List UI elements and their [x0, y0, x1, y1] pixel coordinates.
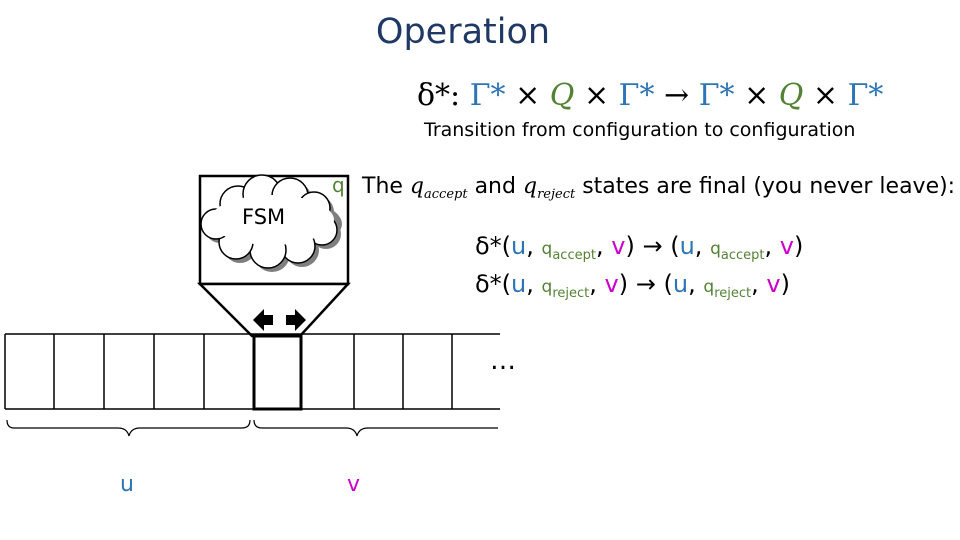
tape-label-v: v — [347, 472, 361, 497]
q-symbol: q — [710, 239, 721, 259]
left-arrow-icon — [253, 309, 273, 331]
arrow-symbol: → — [642, 232, 663, 260]
accept-subscript: accept — [424, 187, 468, 202]
q-symbol: q — [409, 174, 425, 199]
comma: , — [589, 270, 597, 298]
reject-rule: δ*(u, qreject, v) → (u, qreject, v) — [475, 270, 790, 301]
note-tail: states are final (you never leave): — [582, 174, 956, 199]
gamma-star: Γ* — [618, 78, 655, 113]
arrow-symbol: → — [664, 78, 690, 113]
right-arrow-icon — [286, 309, 306, 331]
accept-rule: δ*(u, qaccept, v) → (u, qaccept, v) — [475, 232, 803, 263]
final-states-note: The qaccept and qreject states are final… — [362, 174, 955, 202]
delta-star-open: δ*( — [475, 232, 512, 260]
delta-star-signature: δ*: Γ* × Q × Γ* → Γ* × Q × Γ* — [417, 78, 883, 113]
gamma-star: Γ* — [847, 78, 884, 113]
caption: Transition from configuration to configu… — [424, 119, 856, 141]
comma: , — [688, 270, 696, 298]
q-accept: qaccept — [541, 239, 596, 263]
close-paren: ) — [793, 232, 804, 260]
open-paren: ( — [663, 270, 673, 298]
v-var: v — [766, 270, 781, 298]
fsm-cloud-fill — [210, 195, 334, 245]
reject-subscript: reject — [537, 187, 576, 202]
v-var: v — [611, 232, 626, 260]
times-symbol: × — [583, 78, 610, 113]
q-symbol: q — [541, 239, 553, 259]
q-symbol: q — [541, 277, 553, 297]
arrow-symbol: → — [635, 270, 656, 298]
tape-ellipsis: … — [490, 346, 516, 376]
times-symbol: × — [515, 78, 541, 113]
slide-title: Operation — [375, 12, 551, 52]
accept-subscript: accept — [720, 248, 765, 263]
open-paren: ( — [670, 232, 680, 260]
q-symbol: q — [522, 174, 538, 199]
u-var: u — [679, 232, 695, 260]
reject-subscript: reject — [714, 286, 752, 301]
u-var: u — [511, 270, 527, 298]
delta-star-open: δ*( — [475, 270, 512, 298]
comma: , — [526, 232, 534, 260]
head-funnel — [196, 282, 351, 338]
head-cell — [252, 334, 303, 411]
v-var: v — [779, 232, 794, 260]
comma: , — [751, 270, 759, 298]
fsm-label: FSM — [242, 205, 286, 229]
close-paren: ) — [618, 270, 629, 298]
gamma-star: Γ* — [698, 78, 735, 113]
delta-star-symbol: δ*: — [417, 78, 461, 113]
comma: , — [595, 232, 604, 260]
u-var: u — [672, 270, 689, 298]
q-set: Q — [549, 78, 575, 113]
note-the: The — [362, 174, 403, 199]
reject-subscript: reject — [552, 286, 590, 301]
q-reject: qreject — [541, 277, 590, 301]
tape-label-u: u — [120, 472, 134, 497]
comma: , — [694, 232, 703, 260]
close-paren: ) — [625, 232, 635, 260]
accept-subscript: accept — [552, 248, 596, 263]
gamma-star: Γ* — [469, 78, 506, 113]
close-paren: ) — [780, 270, 790, 298]
v-var: v — [604, 270, 619, 298]
state-q-label: q — [332, 173, 345, 197]
u-brace — [6, 419, 251, 437]
q-reject: qreject — [522, 174, 576, 202]
times-symbol: × — [812, 78, 839, 113]
comma: , — [764, 232, 773, 260]
q-accept: qaccept — [710, 239, 764, 263]
u-var: u — [511, 232, 527, 260]
q-reject: qreject — [703, 277, 751, 301]
note-and: and — [474, 174, 516, 199]
comma: , — [526, 270, 534, 298]
q-accept: qaccept — [409, 174, 468, 202]
q-set: Q — [778, 78, 804, 113]
v-brace — [253, 419, 498, 437]
times-symbol: × — [744, 78, 770, 113]
q-symbol: q — [703, 277, 715, 297]
